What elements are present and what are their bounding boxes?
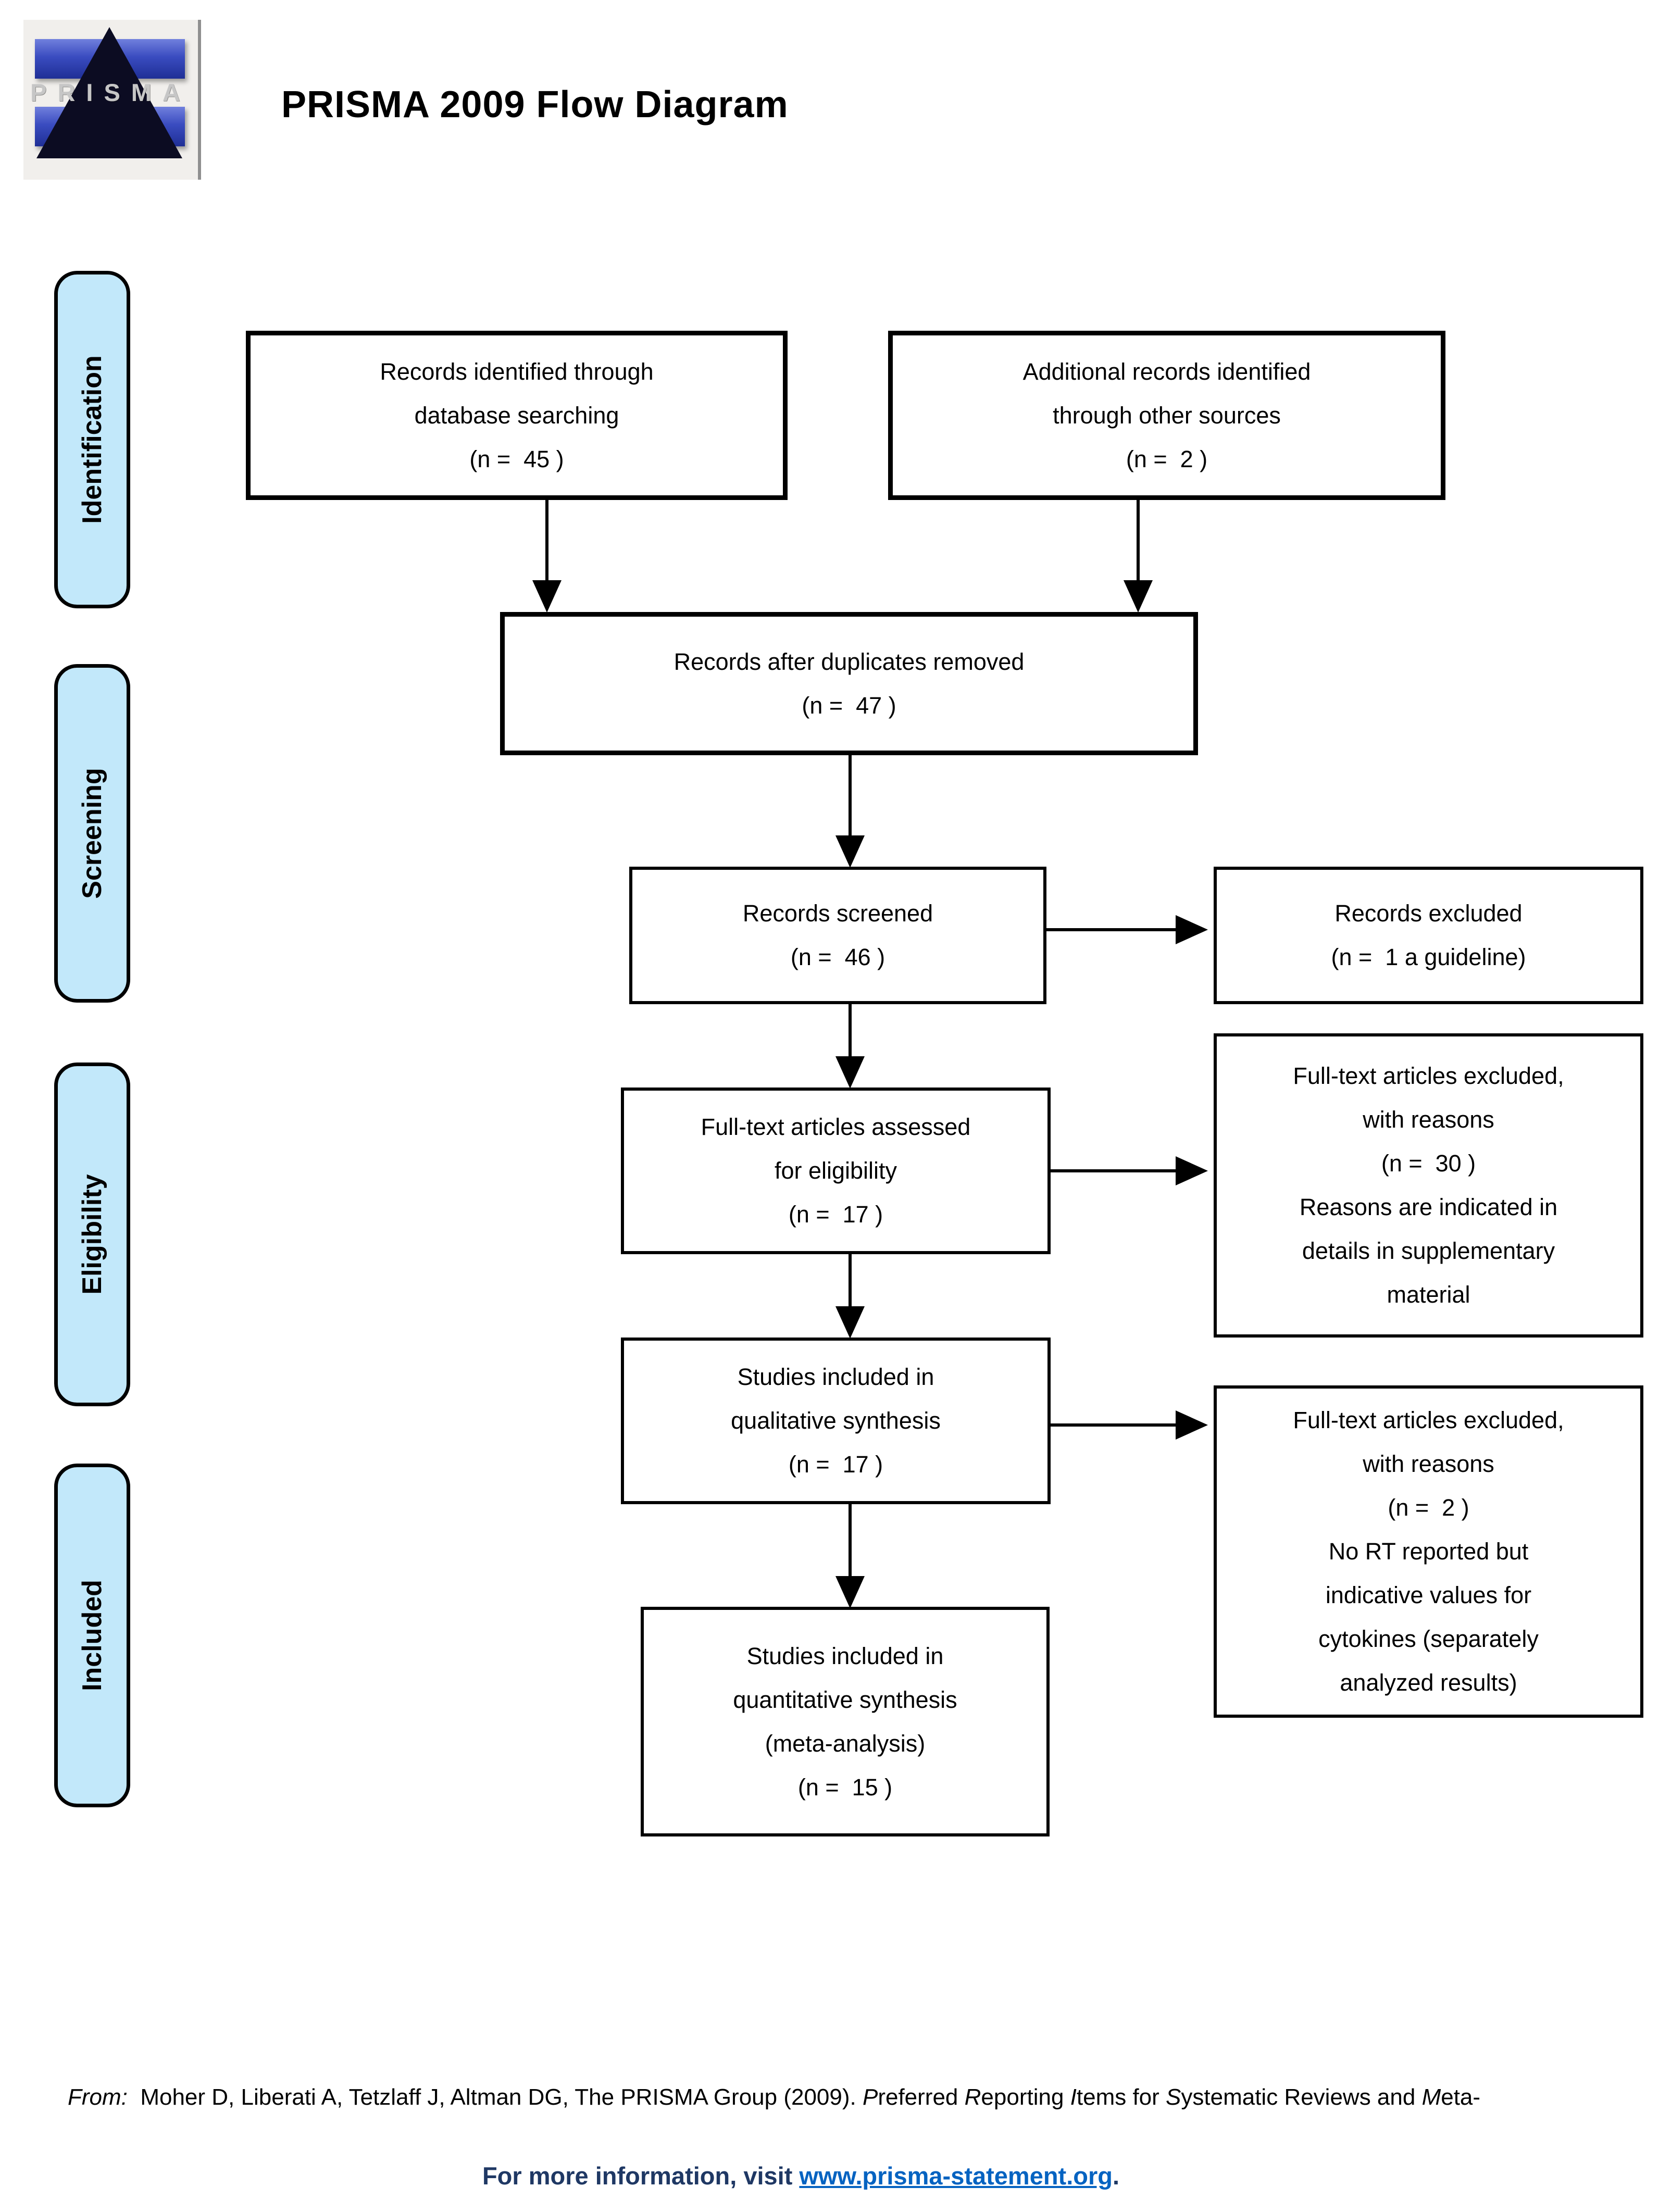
- box-line: Records screened: [742, 900, 933, 927]
- box-line: (n = 2 ): [1388, 1494, 1469, 1521]
- stage-eligibility-label: Eligibility: [77, 1174, 107, 1295]
- box-line: indicative values for: [1325, 1582, 1532, 1608]
- arrowhead-qualitative-to-excluded-icon: [1176, 1410, 1208, 1440]
- footer-text-segment: I: [1070, 2084, 1077, 2110]
- box-line: qualitative synthesis: [731, 1407, 941, 1434]
- box-line: through other sources: [1053, 402, 1281, 429]
- box-line: for eligibility: [774, 1157, 897, 1184]
- box-line: with reasons: [1363, 1451, 1494, 1477]
- footer-text-segment: M: [1421, 2084, 1441, 2110]
- box-line: No RT reported but: [1328, 1538, 1529, 1565]
- stage-included: Included: [54, 1464, 130, 1807]
- box-records-screened: Records screened (n = 46 ): [629, 867, 1046, 1004]
- box-line: material: [1387, 1281, 1470, 1308]
- stage-screening-label: Screening: [77, 768, 107, 899]
- stage-eligibility: Eligibility: [54, 1063, 130, 1406]
- box-fulltext-excluded-rt: Full-text articles excluded, with reasons…: [1214, 1385, 1643, 1718]
- footer-info: For more information, visit www.prisma-s…: [0, 2161, 1602, 2190]
- box-line: Full-text articles assessed: [701, 1114, 971, 1140]
- prisma-statement-link[interactable]: www.prisma-statement.org: [799, 2162, 1113, 2190]
- arrowhead-dedup-to-screened-icon: [835, 835, 865, 868]
- box-fulltext-assessed: Full-text articles assessed for eligibili…: [621, 1088, 1051, 1254]
- box-line: (n = 2 ): [1126, 445, 1208, 472]
- footer-text-segment: Moher D, Liberati A, Tetzlaff J, Altman …: [127, 2084, 863, 2110]
- box-duplicates-removed: Records after duplicates removed (n = 47 …: [500, 612, 1198, 755]
- arrowhead-screened-to-fulltext-icon: [835, 1056, 865, 1089]
- page-title: PRISMA 2009 Flow Diagram: [281, 84, 789, 126]
- footer-text-segment: .: [1112, 2162, 1120, 2190]
- box-line: Records identified through: [380, 358, 654, 385]
- stage-identification: Identification: [54, 271, 130, 608]
- arrowhead-fulltext-to-qualitative-icon: [835, 1306, 865, 1339]
- box-line: (n = 47 ): [802, 692, 896, 719]
- arrow-dedup-to-screened: [849, 755, 852, 838]
- arrowhead-identified-to-dedup-icon: [532, 580, 562, 613]
- arrow-screened-to-fulltext: [849, 1004, 852, 1057]
- arrow-fulltext-to-qualitative: [849, 1254, 852, 1307]
- box-line: Additional records identified: [1022, 358, 1311, 385]
- box-line: Records excluded: [1334, 900, 1523, 927]
- box-line: quantitative synthesis: [733, 1686, 957, 1713]
- box-line: (n = 30 ): [1381, 1150, 1476, 1177]
- box-additional-records: Additional records identified through oth…: [888, 331, 1445, 500]
- stage-identification-label: Identification: [77, 355, 107, 524]
- arrowhead-additional-to-dedup-icon: [1124, 580, 1153, 613]
- footer-text-segment: eporting: [981, 2084, 1070, 2110]
- box-line: (meta-analysis): [765, 1730, 926, 1757]
- footer-text-segment: From:: [68, 2084, 128, 2110]
- box-line: Studies included in: [737, 1364, 934, 1390]
- arrowhead-screened-to-excluded-icon: [1176, 915, 1208, 944]
- arrow-additional-to-dedup: [1137, 500, 1140, 582]
- footer-text-segment: for: [1132, 2084, 1166, 2110]
- footer-text-segment: S: [1166, 2084, 1181, 2110]
- box-line: (n = 45 ): [469, 445, 564, 472]
- arrow-qualitative-to-quantitative: [849, 1504, 852, 1577]
- arrow-screened-to-excluded: [1046, 928, 1177, 931]
- box-quantitative-synthesis: Studies included in quantitative synthesi…: [641, 1607, 1050, 1836]
- footer-text-segment: tems: [1076, 2084, 1133, 2110]
- arrow-fulltext-to-excluded: [1051, 1169, 1177, 1172]
- logo-wordmark: PRISMA: [30, 79, 191, 106]
- footer-text-segment: For more information, visit: [482, 2162, 800, 2190]
- box-line: with reasons: [1363, 1106, 1494, 1133]
- box-records-excluded: Records excluded (n = 1 a guideline): [1214, 867, 1643, 1004]
- stage-included-label: Included: [77, 1580, 107, 1691]
- box-line: details in supplementary: [1302, 1238, 1555, 1264]
- footer-citation: From: Moher D, Liberati A, Tetzlaff J, A…: [68, 2084, 1641, 2110]
- box-line: (n = 17 ): [788, 1201, 883, 1228]
- footer-text-segment: ystematic: [1181, 2084, 1284, 2110]
- box-line: Full-text articles excluded,: [1293, 1063, 1564, 1089]
- box-records-identified: Records identified through database searc…: [246, 331, 788, 500]
- box-line: Full-text articles excluded,: [1293, 1407, 1564, 1433]
- box-line: cytokines (separately: [1318, 1626, 1539, 1652]
- box-line: Records after duplicates removed: [673, 648, 1025, 675]
- box-line: (n = 46 ): [790, 944, 885, 970]
- box-qualitative-synthesis: Studies included in qualitative synthesis…: [621, 1338, 1051, 1504]
- box-line: analyzed results): [1340, 1669, 1517, 1696]
- box-line: database searching: [414, 402, 619, 429]
- arrowhead-qualitative-to-quantitative-icon: [835, 1576, 865, 1608]
- box-line: Reasons are indicated in: [1299, 1194, 1558, 1220]
- arrow-identified-to-dedup: [545, 500, 548, 582]
- footer-text-segment: P: [862, 2084, 878, 2110]
- arrowhead-fulltext-to-excluded-icon: [1176, 1156, 1208, 1185]
- arrow-qualitative-to-excluded: [1051, 1423, 1177, 1427]
- box-fulltext-excluded-reasons: Full-text articles excluded, with reasons…: [1214, 1033, 1643, 1338]
- stage-screening: Screening: [54, 664, 130, 1003]
- footer-text-segment: R: [964, 2084, 981, 2110]
- prisma-logo: PRISMA: [23, 20, 201, 180]
- box-line: (n = 15 ): [797, 1773, 893, 1801]
- footer-text-segment: referred: [878, 2084, 965, 2110]
- box-line: (n = 17 ): [788, 1451, 883, 1478]
- box-line: Studies included in: [746, 1642, 944, 1669]
- footer-text-segment: Reviews and: [1284, 2084, 1422, 2110]
- footer-text-segment: eta-: [1441, 2084, 1481, 2110]
- box-line: (n = 1 a guideline): [1331, 944, 1526, 970]
